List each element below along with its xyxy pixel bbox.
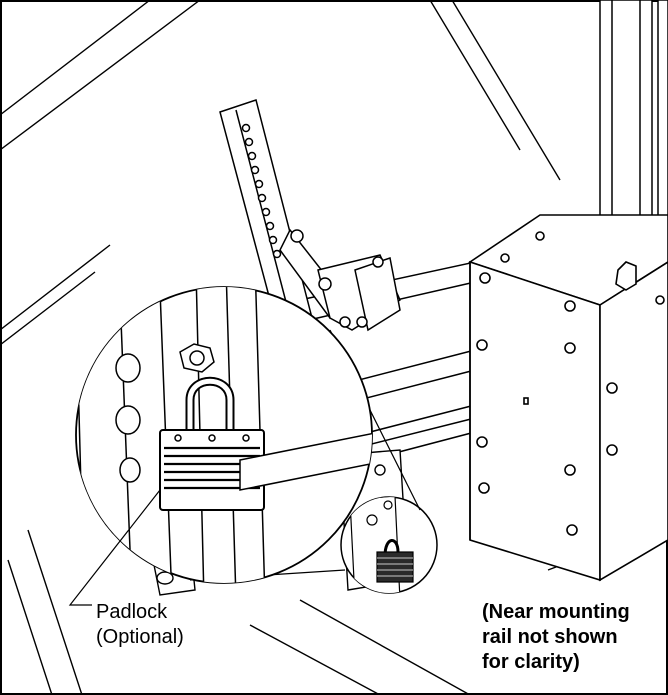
padlock-callout: Padlock (Optional) xyxy=(96,600,184,650)
rail-note-line-2: rail not shown xyxy=(482,626,618,648)
tilt-bracket xyxy=(219,99,401,332)
padlock-label: Padlock xyxy=(96,601,168,623)
padlock-optional-label: (Optional) xyxy=(96,626,184,648)
control-box xyxy=(468,214,668,582)
rail-note-line-3: for clarity) xyxy=(482,651,580,673)
rail-note: (Near mounting rail not shown for clarit… xyxy=(482,600,630,675)
small-padlock-circle xyxy=(340,496,438,594)
padlock-leader-line xyxy=(68,489,161,606)
rail-note-line-1: (Near mounting xyxy=(482,601,630,623)
